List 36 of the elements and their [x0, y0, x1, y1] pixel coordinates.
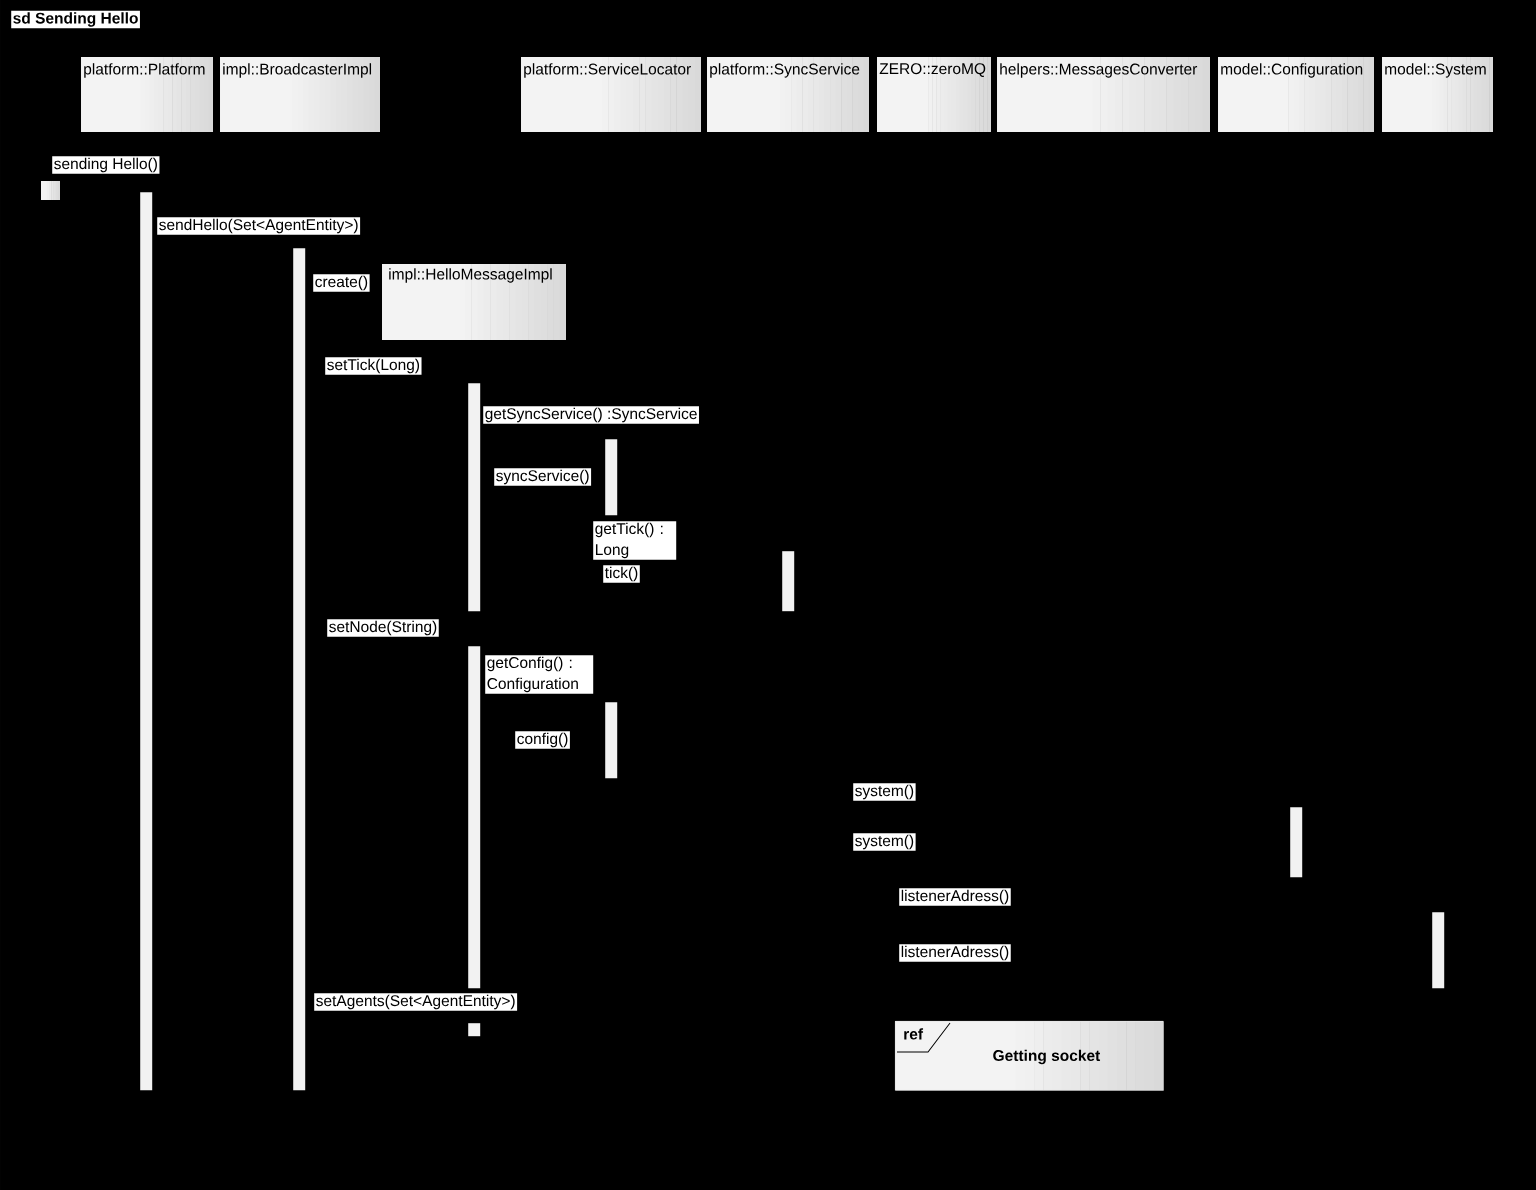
lifeline-head: ZERO::zeroMQ: [877, 57, 991, 132]
message-label: getConfig() : Configuration: [485, 655, 594, 694]
lifeline-head: platform::Platform: [81, 57, 213, 132]
lifeline-head: impl::HelloMessageImpl: [382, 264, 566, 340]
message-label: getSyncService() :SyncService: [483, 406, 699, 424]
message-label: sendHello(Set<AgentEntity>): [157, 217, 361, 235]
lifeline-head: impl::BroadcasterImpl: [220, 57, 380, 132]
small-square: [41, 181, 60, 200]
activation-bar: [1290, 807, 1303, 878]
activation-bar: [1432, 912, 1445, 989]
message-label: tick(): [603, 565, 640, 583]
activation-bar: [293, 248, 306, 1091]
activation-bar: [605, 439, 618, 516]
lifeline-head: model::System: [1382, 57, 1493, 132]
activation-bar: [140, 192, 153, 1091]
activation-bar: [468, 646, 481, 989]
ref-frame: ref Getting socket: [895, 1021, 1164, 1091]
activation-bar: [468, 383, 481, 612]
activation-bar: [782, 551, 795, 612]
lifeline-head: platform::ServiceLocator: [521, 57, 701, 132]
message-label: config(): [515, 731, 570, 749]
activation-bar: [468, 1023, 481, 1037]
message-label: listenerAdress(): [899, 888, 1011, 906]
message-label: syncService(): [494, 468, 592, 486]
lifeline-head: platform::SyncService: [707, 57, 869, 132]
message-label: create(): [313, 274, 370, 292]
message-label: setAgents(Set<AgentEntity>): [314, 993, 518, 1011]
message-label: setNode(String): [327, 619, 439, 637]
message-label: system(): [853, 783, 916, 801]
message-label: system(): [853, 833, 916, 851]
lifeline-head: helpers::MessagesConverter: [997, 57, 1210, 132]
message-label: sending Hello(): [52, 156, 160, 174]
message-label: setTick(Long): [325, 357, 422, 375]
lifeline-head: model::Configuration: [1218, 57, 1374, 132]
message-label: listenerAdress(): [899, 944, 1011, 962]
activation-bar: [605, 702, 618, 779]
